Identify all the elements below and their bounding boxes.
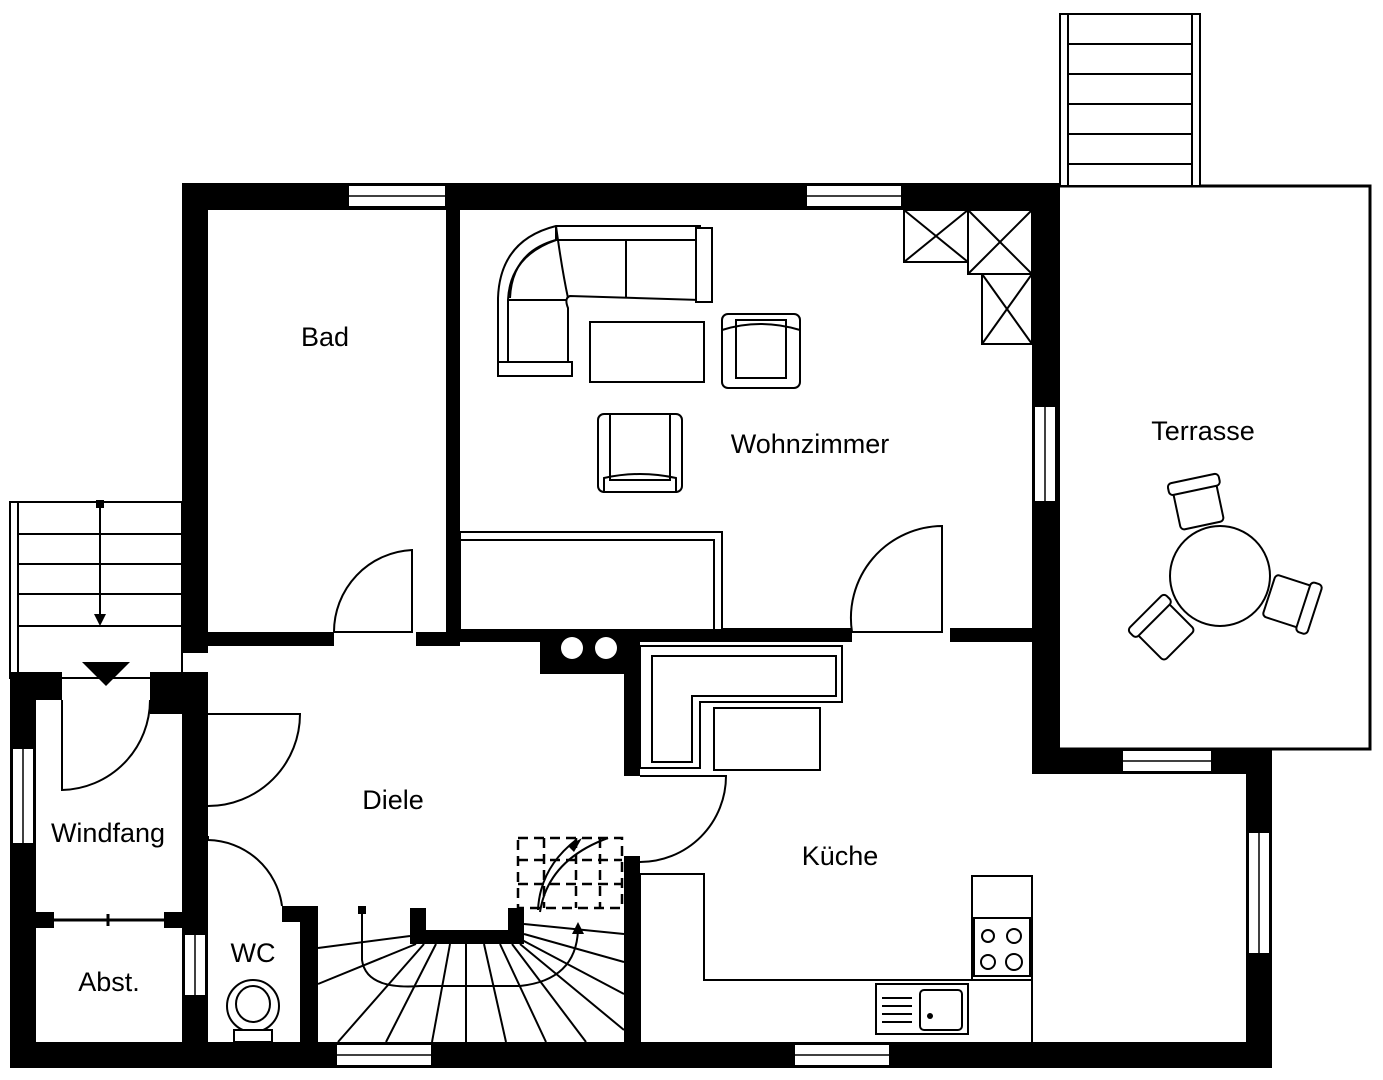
- room-label-windfang: Windfang: [51, 818, 165, 848]
- room-label-kueche: Küche: [802, 841, 879, 871]
- room-label-wohnzimmer: Wohnzimmer: [731, 429, 890, 459]
- doors: [61, 524, 943, 907]
- room-label-terrasse: Terrasse: [1151, 416, 1255, 446]
- room-label-diele: Diele: [362, 785, 424, 815]
- room-label-wc: WC: [231, 938, 276, 968]
- toilet: [226, 979, 280, 1043]
- entrance-stairs: [9, 500, 183, 686]
- staircase: [317, 836, 625, 1043]
- terrace-furniture: [1127, 472, 1323, 661]
- windows: [11, 184, 1271, 1067]
- terrace: [1056, 184, 1372, 751]
- terrace-stairs: [1059, 13, 1201, 187]
- room-labels: Bad Wohnzimmer Terrasse Diele Windfang K…: [51, 322, 1255, 997]
- room-label-bad: Bad: [301, 322, 349, 352]
- living-room-furniture: [459, 209, 1033, 659]
- kitchen-furniture: [639, 645, 1033, 1042]
- room-label-abstellraum: Abst.: [78, 967, 140, 997]
